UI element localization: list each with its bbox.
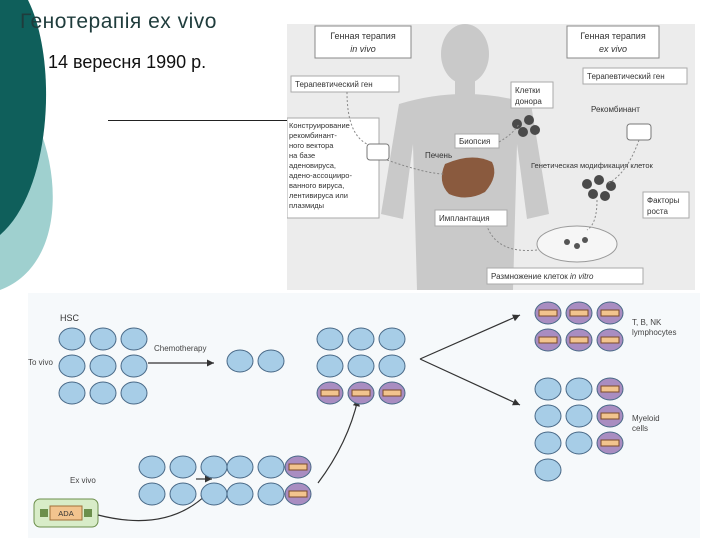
cell <box>200 482 228 506</box>
construct-line-9: плазмиды <box>289 201 324 210</box>
slide-subtitle: 14 вересня 1990 р. <box>48 52 207 72</box>
gene-insert-icon <box>538 336 558 344</box>
cell <box>120 327 148 351</box>
construct-line-7: ванного вируса, <box>289 181 344 190</box>
gene-insert-icon <box>351 389 371 397</box>
cell <box>169 482 197 506</box>
factors-2: роста <box>647 207 668 216</box>
factors-1: Факторы <box>647 196 680 205</box>
gene-insert-icon <box>320 389 340 397</box>
cell <box>58 354 86 378</box>
implantation-label: Имплантация <box>439 214 490 223</box>
construct-line-3: ного вектора <box>289 141 334 150</box>
cell <box>89 354 117 378</box>
gene-insert-icon <box>288 490 308 498</box>
box-right-title: Генная терапия <box>580 31 646 41</box>
cell <box>534 404 562 428</box>
construct-line-5: аденовируса, <box>289 161 336 170</box>
therapeutic-gene-right: Терапевтический ген <box>587 72 665 81</box>
cell <box>138 455 166 479</box>
cell <box>534 458 562 482</box>
teal-dark-shape <box>0 0 47 235</box>
gene-insert-icon <box>288 463 308 471</box>
cell <box>58 327 86 351</box>
gene-insert-icon <box>569 309 589 317</box>
cell <box>226 482 254 506</box>
cell <box>257 349 285 373</box>
cell <box>257 482 285 506</box>
propagation-label: Размножение клеток in vitro <box>491 272 594 281</box>
construct-line-1: Конструирование <box>289 121 350 130</box>
gene-insert-icon <box>538 309 558 317</box>
cell <box>534 431 562 455</box>
cell <box>257 455 285 479</box>
gene-insert-icon <box>382 389 402 397</box>
donor-cells-2: донора <box>515 97 542 106</box>
slide-title: Генотерапія ex vivo <box>20 10 217 33</box>
liver-shape <box>441 157 495 198</box>
ex-vivo-label: Ex vivo <box>70 476 96 485</box>
ada-label: ADA <box>58 509 73 518</box>
myeloid-label-2: cells <box>632 424 648 433</box>
cell <box>89 381 117 405</box>
cell <box>200 455 228 479</box>
gene-therapy-figure: Генная терапия in vivo Генная терапия ex… <box>287 24 695 290</box>
cell <box>226 455 254 479</box>
box-right-sub: ex vivo <box>599 44 627 54</box>
side-decoration <box>0 0 53 290</box>
hsc-label: HSC <box>60 313 80 323</box>
gene-insert-icon <box>600 309 620 317</box>
tbnk-label-2: lymphocytes <box>632 328 676 337</box>
liver-label: Печень <box>425 151 452 160</box>
cell <box>316 327 344 351</box>
cell <box>226 349 254 373</box>
vial-right <box>626 123 652 141</box>
cell <box>316 354 344 378</box>
cell <box>565 431 593 455</box>
cell <box>378 327 406 351</box>
cell-groups <box>58 301 624 506</box>
cell-cluster-modified <box>582 175 616 201</box>
cell <box>89 327 117 351</box>
genetic-mod-label: Генетическая модификация клеток <box>531 161 654 170</box>
cell <box>565 404 593 428</box>
cell <box>378 354 406 378</box>
construct-line-6: адено-ассоцииро- <box>289 171 352 180</box>
cell <box>534 377 562 401</box>
gene-insert-icon <box>600 439 620 447</box>
chemo-label: Chemotherapy <box>154 344 206 353</box>
tbnk-label-1: T, B, NK <box>632 318 662 327</box>
construct-line-2: рекомбинант- <box>289 131 337 140</box>
cell-cluster-donor <box>512 115 540 137</box>
therapeutic-gene-left: Терапевтический ген <box>295 80 373 89</box>
box-left-title: Генная терапия <box>330 31 396 41</box>
myeloid-label-1: Myeloid <box>632 414 660 423</box>
donor-cells-1: Клетки <box>515 86 540 95</box>
title-divider <box>108 120 290 121</box>
cell <box>120 381 148 405</box>
construct-line-8: лентивируса или <box>289 191 348 200</box>
gene-insert-icon <box>600 336 620 344</box>
vial-left <box>366 143 390 161</box>
gene-insert-icon <box>600 385 620 393</box>
construct-line-4: на базе <box>289 151 315 160</box>
cell <box>138 482 166 506</box>
to-vivo-label: To vivo <box>28 358 53 367</box>
cell <box>565 377 593 401</box>
cell <box>169 455 197 479</box>
recombinant-label: Рекомбинант <box>591 105 640 114</box>
biopsy-label: Биопсия <box>459 137 490 146</box>
box-left-sub: in vivo <box>350 44 376 54</box>
cell <box>120 354 148 378</box>
hsc-therapy-figure: HSC To vivo Chemotherapy Ex vivo T, B, N… <box>28 293 700 538</box>
cell <box>347 354 375 378</box>
cell <box>347 327 375 351</box>
gene-insert-icon <box>569 336 589 344</box>
cell <box>58 381 86 405</box>
gene-insert-icon <box>600 412 620 420</box>
